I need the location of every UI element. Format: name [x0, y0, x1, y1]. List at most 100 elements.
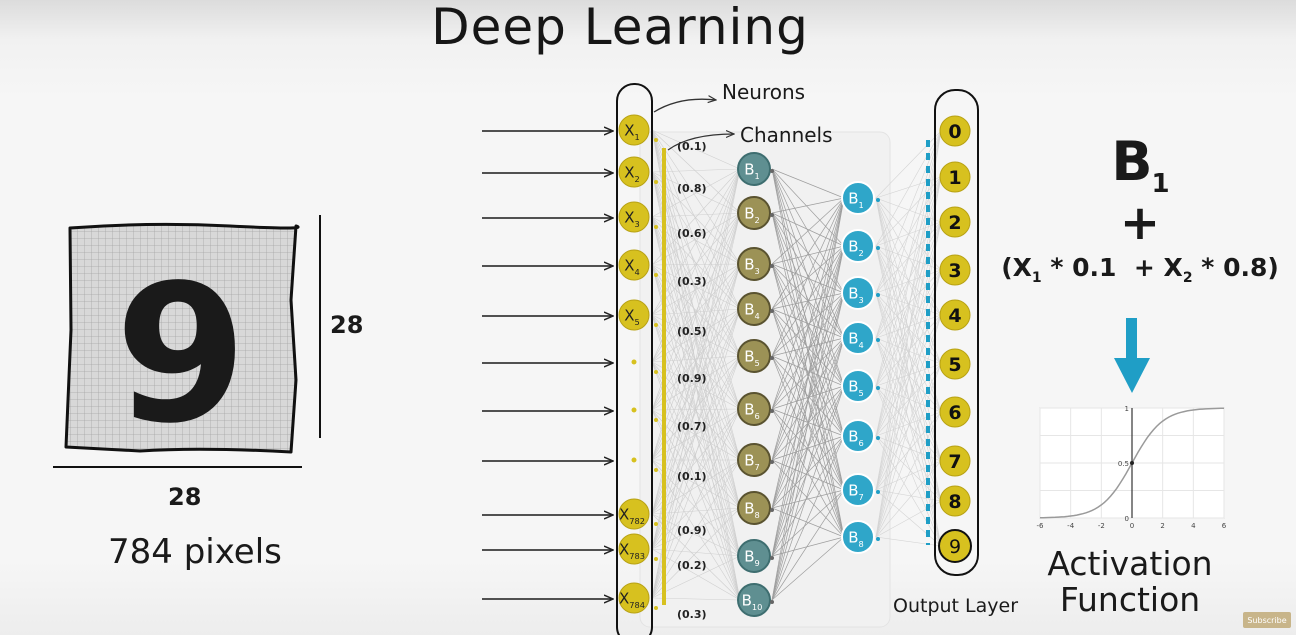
output-node	[939, 396, 971, 428]
node-dot	[770, 508, 774, 512]
connection-line	[651, 212, 741, 515]
hidden1-node-label: B7	[744, 451, 760, 472]
input-layer-outline	[616, 83, 653, 635]
connection-line	[651, 216, 741, 310]
connection-line	[771, 197, 845, 557]
connection-line	[651, 129, 741, 170]
connection-line	[651, 314, 741, 601]
channel-dot	[654, 180, 658, 184]
input-arrows	[482, 131, 613, 599]
connection-line	[651, 408, 741, 599]
connection-line	[875, 314, 942, 437]
connection-line	[771, 435, 845, 557]
connection-line	[651, 171, 741, 461]
connection-line	[875, 363, 942, 538]
connection-line	[875, 197, 942, 547]
connection-line	[651, 168, 741, 515]
hidden2-node	[841, 520, 875, 554]
connection-line	[651, 168, 741, 363]
output-layer-label: Output Layer	[893, 595, 1018, 617]
hidden2-node	[841, 321, 875, 355]
connection-line	[771, 337, 845, 357]
connection-line	[651, 216, 741, 265]
connection-line	[875, 363, 942, 437]
weight-label: (0.9)	[677, 524, 707, 537]
connection-line	[771, 197, 845, 509]
connection-line	[651, 212, 741, 316]
down-arrow-icon	[1114, 318, 1150, 393]
input-node	[618, 582, 650, 614]
weight-label: (0.7)	[677, 420, 707, 433]
connection-line	[651, 212, 741, 363]
output-node	[939, 206, 971, 238]
connection-line	[771, 435, 845, 601]
hidden1-node-label: B3	[744, 255, 760, 276]
input-node-label: X3	[624, 208, 640, 229]
hidden1-node-label: B9	[744, 547, 760, 568]
connection-line	[875, 385, 942, 547]
output-node-label: 9	[949, 536, 961, 558]
connection-line	[875, 245, 942, 502]
hidden2-node	[841, 276, 875, 310]
connection-line	[771, 197, 845, 410]
activation-function-label: Activation Function	[1047, 544, 1213, 619]
connection-line	[771, 197, 845, 214]
weight-label: (0.3)	[677, 275, 707, 288]
connection-line	[651, 129, 741, 214]
hidden2-node	[841, 419, 875, 453]
input-node	[618, 201, 650, 233]
output-node	[939, 115, 971, 147]
digit-image: 9	[64, 222, 300, 465]
connection-line	[651, 597, 741, 601]
connection-line	[651, 168, 741, 218]
connections-hidden-1	[651, 129, 741, 601]
input-node	[618, 156, 650, 188]
connection-line	[875, 314, 942, 339]
weight-label: (0.3)	[677, 608, 707, 621]
node-dot	[770, 460, 774, 464]
channel-dot	[654, 370, 658, 374]
connection-line	[875, 536, 942, 547]
output-layer-outline	[934, 89, 979, 576]
connection-line	[651, 168, 741, 599]
node-dot	[770, 409, 774, 413]
connection-line	[771, 245, 845, 410]
connection-line	[875, 130, 942, 247]
connection-line	[651, 216, 741, 357]
output-node	[939, 348, 971, 380]
channels-label: Channels	[740, 123, 833, 147]
weight-label: (0.8)	[677, 182, 707, 195]
connection-line	[651, 168, 741, 461]
node-dot	[770, 600, 774, 604]
connection-line	[875, 130, 942, 387]
subscribe-badge[interactable]: Subscribe	[1243, 612, 1291, 628]
connection-line	[875, 435, 942, 502]
connection-line	[875, 292, 942, 502]
hidden2-node-label: B3	[848, 284, 864, 305]
hidden2-node	[841, 473, 875, 507]
channel-dot	[654, 557, 658, 561]
input-node-label: X1	[624, 121, 640, 142]
channel-dot	[654, 138, 658, 142]
connection-line	[651, 168, 741, 411]
connection-line	[651, 314, 741, 461]
output-node-label: 2	[948, 212, 961, 234]
connection-line	[651, 355, 741, 599]
connection-line	[875, 197, 942, 316]
input-ellipsis-dot	[631, 457, 637, 463]
connection-line	[771, 408, 845, 491]
connection-line	[875, 337, 942, 547]
connection-line	[771, 212, 845, 387]
connection-line	[771, 408, 845, 538]
connection-line	[875, 130, 942, 538]
connection-line	[771, 263, 845, 294]
hidden2-node-label: B2	[848, 237, 864, 258]
connection-line	[651, 129, 741, 461]
connection-line	[651, 168, 741, 173]
channel-dot	[654, 418, 658, 422]
node-dot	[770, 309, 774, 313]
formula: B1 + (X1 * 0.1 + X2 * 0.8)	[1000, 130, 1280, 286]
hidden1-node	[737, 339, 771, 373]
hidden1-node	[737, 392, 771, 426]
height-label: 28	[330, 311, 363, 339]
